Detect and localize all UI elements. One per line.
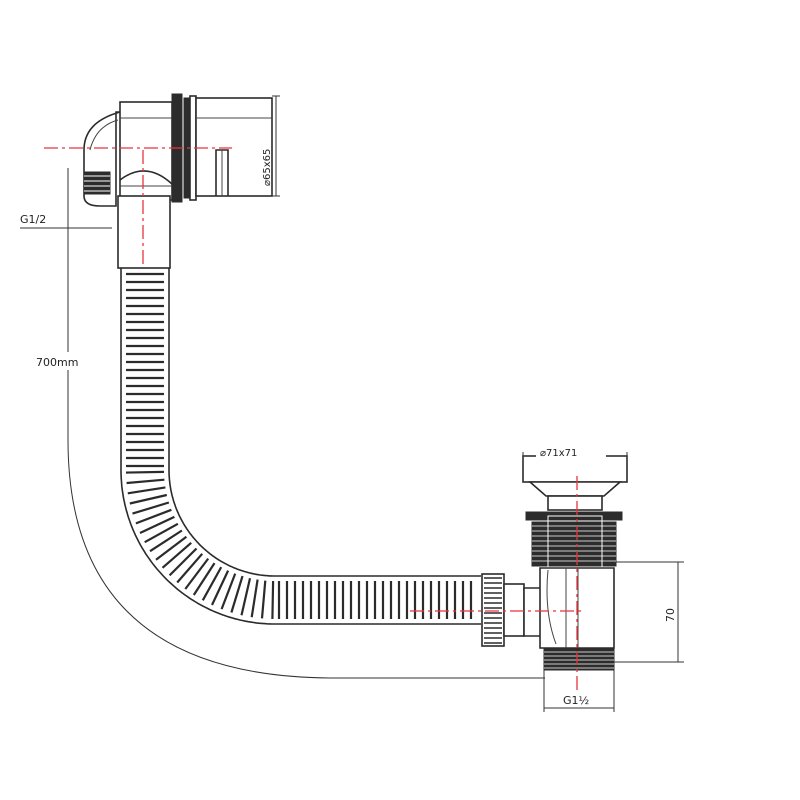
thread-bottom-label: G1½	[563, 694, 589, 707]
overflow-cover	[195, 97, 273, 197]
overflow-assembly	[83, 93, 273, 269]
waste-cap-label: ⌀71x71	[540, 448, 577, 459]
hose-length-label: 700mm	[36, 356, 78, 369]
waste-height-label: 70	[664, 608, 677, 622]
hose-coupling-nut	[481, 573, 505, 647]
overflow-size-label: ⌀65x65	[262, 149, 273, 186]
waste-assembly: ⌀71x71	[481, 444, 628, 671]
corrugated-hose	[120, 268, 481, 625]
thread-top-label: G1/2	[20, 213, 46, 226]
nose-thread	[83, 171, 111, 195]
waste-cap-top	[522, 455, 628, 483]
overflow-outlet-pipe	[117, 195, 171, 269]
hose-length-dimension-line	[67, 168, 545, 679]
overflow-body	[119, 101, 173, 201]
waste-bottom-thread	[543, 647, 615, 671]
